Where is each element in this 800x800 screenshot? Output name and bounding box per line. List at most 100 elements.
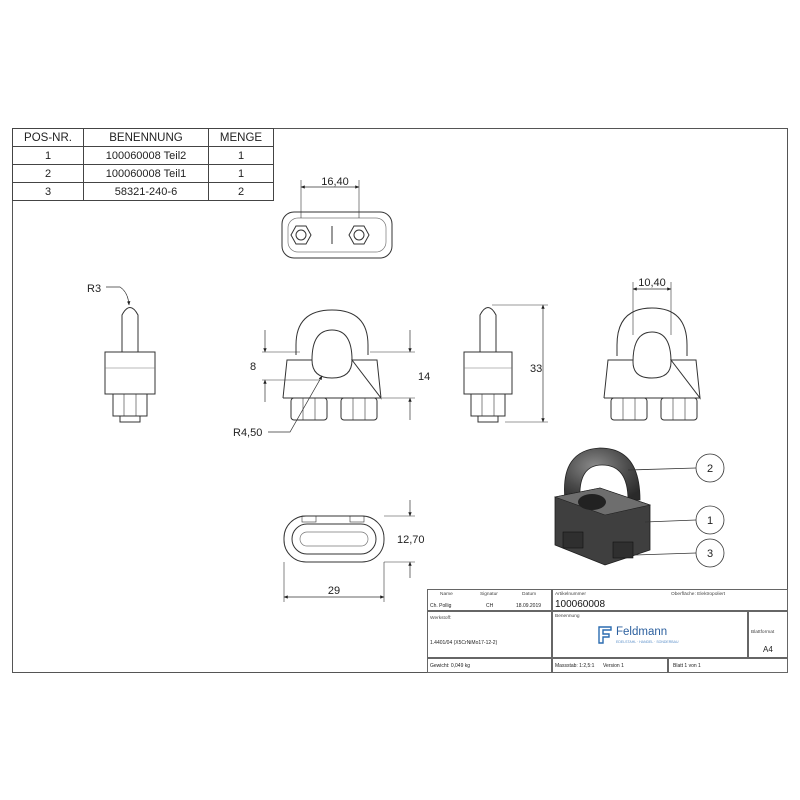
back-nut-right [660, 397, 698, 421]
title-block-format: Blattformat A4 [748, 611, 788, 658]
dim-top-width: 16,40 [321, 176, 349, 188]
scale: Massstab: 1:2,5:1 [555, 663, 595, 669]
bill-of-materials: POS-NR. BENENNUNG MENGE 1 100060008 Teil… [12, 128, 274, 201]
top-view-outline [281, 211, 393, 259]
title-block-weight: Gewicht: 0,049 kg [427, 658, 552, 673]
side-left-stud [121, 307, 139, 352]
iso-channel [578, 494, 606, 510]
bom-cell: 58321-240-6 [83, 182, 209, 201]
front-nut-right [340, 397, 378, 421]
bom-row: 2 100060008 Teil1 1 [12, 164, 274, 183]
drawing-date: 18.09.2019 [516, 603, 542, 609]
sheet: Blatt 1 von 1 [673, 663, 701, 669]
bottom-view-inner [291, 523, 377, 555]
title-block-article: Artikelnummer Oberfläche: Elektropoliert… [552, 589, 788, 611]
front-saddle [282, 359, 382, 400]
side-view-left [104, 286, 156, 423]
bom-cell: 100060008 Teil2 [83, 146, 209, 165]
dim-front-height: 14 [418, 371, 430, 383]
balloon-leader [627, 467, 697, 471]
bom-header-qty: MENGE [208, 128, 274, 147]
description-label: Benennung [555, 614, 580, 619]
dim-bottom-width: 29 [328, 585, 340, 597]
company-tagline: EDELSTAHL · HANDEL · SONDERBAU [616, 640, 679, 644]
dim-front-height-small: 8 [250, 361, 256, 373]
title-block-material: Werkstoff: 1.4401/04 (X5CrNiMo17-12-2) [427, 611, 552, 658]
balloon-circle [695, 453, 725, 483]
drawing-frame [12, 128, 788, 673]
balloon-label: 2 [707, 463, 713, 475]
title-block-names: Name Signatur Datum Ch. Pollig CH 18.09.… [427, 589, 552, 611]
bottom-view-tab [349, 515, 365, 523]
feldmann-logo-icon [598, 626, 612, 644]
col-header-signature: Signatur [480, 592, 498, 597]
iso-bow [564, 447, 641, 501]
bom-row: 3 58321-240-6 2 [12, 182, 274, 201]
leader-radius-r3 [106, 286, 131, 306]
back-saddle [603, 359, 701, 400]
balloon-circle [695, 505, 725, 535]
side-left-nut [112, 393, 148, 417]
side-right-bolt-end [477, 415, 499, 423]
side-view-right [463, 304, 548, 423]
bom-cell: 3 [12, 182, 84, 201]
balloon-leader [634, 552, 697, 556]
bom-cell: 2 [208, 182, 274, 201]
bom-row: 1 100060008 Teil2 1 [12, 146, 274, 165]
iso-nut-left [562, 531, 584, 549]
bottom-view-slot [299, 531, 369, 547]
dim-side-radius: R3 [87, 283, 101, 295]
front-bow-inner [311, 329, 353, 379]
top-view-hole-left [295, 229, 307, 241]
front-nut-left [290, 397, 328, 421]
article-label: Artikelnummer [555, 592, 586, 597]
side-right-nut [470, 393, 506, 417]
front-clamp-bow [295, 309, 369, 355]
company-name: Feldmann [616, 626, 668, 638]
title-block-sheet: Blatt 1 von 1 [668, 658, 788, 673]
dim-back-width: 10,40 [638, 277, 666, 289]
format-label: Blattformat [751, 630, 775, 635]
drawn-by: Ch. Pollig [430, 603, 452, 609]
surface-label: Oberfläche: Elektropoliert [671, 592, 726, 597]
top-view-hole-right [353, 229, 365, 241]
signature: CH [486, 603, 494, 609]
top-view [281, 180, 393, 259]
side-left-bolt-end [119, 415, 141, 423]
article-number: 100060008 [555, 599, 606, 610]
format-value: A4 [763, 645, 773, 654]
weight: Gewicht: 0,049 kg [430, 663, 471, 669]
iso-nut-right [612, 541, 634, 559]
front-view [262, 309, 415, 433]
bom-header-name: BENENNUNG [83, 128, 209, 147]
balloon-label: 3 [707, 548, 713, 560]
dim-side-height: 33 [530, 363, 542, 375]
col-header-date: Datum [522, 592, 537, 597]
dim-bottom-height: 12,70 [397, 534, 425, 546]
balloon-leader [644, 519, 697, 523]
top-view-nut-right [348, 225, 370, 245]
balloon-label: 1 [707, 515, 713, 527]
bom-header-row: POS-NR. BENENNUNG MENGE [12, 128, 274, 147]
bottom-view-outline [283, 515, 385, 563]
back-clamp-bow [616, 307, 688, 356]
bottom-view-tab [301, 515, 317, 523]
version: Version 1 [603, 663, 624, 669]
material-label: Werkstoff: [430, 616, 452, 621]
balloon-circle [695, 538, 725, 568]
dim-front-radius: R4,50 [233, 427, 262, 439]
title-block-logo: Benennung Feldmann EDELSTAHL · HANDEL · … [552, 611, 748, 658]
title-block-scale: Massstab: 1:2,5:1 Version 1 [552, 658, 668, 673]
bottom-view [283, 500, 415, 602]
side-left-body [104, 351, 156, 395]
title-block: Name Signatur Datum Ch. Pollig CH 18.09.… [427, 589, 788, 673]
material-value: 1.4401/04 (X5CrNiMo17-12-2) [430, 640, 498, 646]
col-header-name: Name [440, 592, 453, 597]
back-bow-inner [632, 331, 672, 379]
top-view-nut-left [290, 225, 312, 245]
isometric-view [553, 447, 652, 566]
top-view-inner [287, 217, 387, 253]
back-view [603, 282, 701, 421]
back-nut-left [610, 397, 648, 421]
